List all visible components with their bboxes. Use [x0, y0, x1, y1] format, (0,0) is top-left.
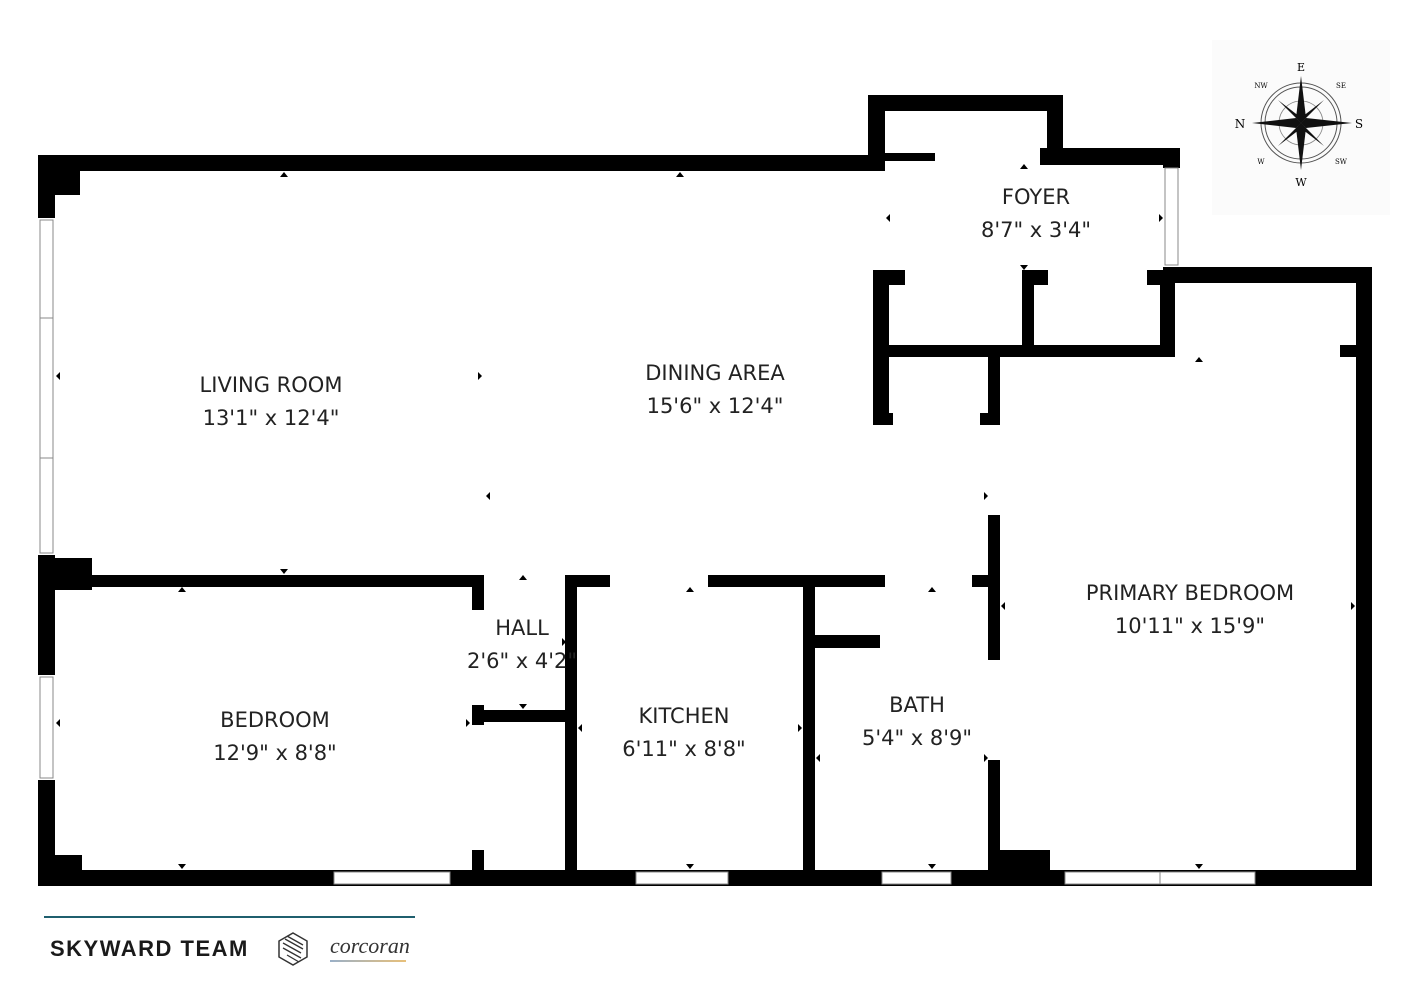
room-primary-bedroom: PRIMARY BEDROOM 10'11" x 15'9"	[1086, 577, 1294, 643]
team-name: SKYWARD TEAM	[50, 936, 249, 961]
room-bedroom: BEDROOM 12'9" x 8'8"	[213, 704, 336, 770]
brand-divider	[44, 916, 415, 918]
room-living-room: LIVING ROOM 13'1" x 12'4"	[200, 369, 343, 435]
room-name: BEDROOM	[220, 708, 330, 732]
dimension-markers	[56, 164, 1355, 869]
compass-label: N	[1235, 117, 1246, 131]
compass-label: E	[1297, 61, 1305, 74]
room-size: 10'11" x 15'9"	[1114, 614, 1266, 638]
room-name: FOYER	[1001, 185, 1071, 209]
compass-label: S	[1355, 117, 1363, 131]
compass-label: W	[1295, 176, 1307, 189]
room-name: DINING AREA	[645, 361, 785, 385]
room-kitchen: KITCHEN 6'11" x 8'8"	[622, 700, 745, 766]
compass-label: NW	[1254, 82, 1268, 90]
room-size: 5'4" x 8'9"	[861, 726, 973, 750]
room-bath: BATH 5'4" x 8'9"	[862, 689, 972, 755]
team-logo-icon	[278, 932, 308, 966]
room-size: 13'1" x 12'4"	[202, 406, 340, 430]
room-size: 15'6" x 12'4"	[646, 394, 784, 418]
room-size: 12'9" x 8'8"	[213, 741, 337, 765]
compass-label: SW	[1335, 158, 1348, 166]
room-size: 2'6" x 4'2"	[466, 649, 578, 673]
room-name: PRIMARY BEDROOM	[1085, 581, 1295, 605]
room-name: LIVING ROOM	[199, 373, 343, 397]
room-size: 8'7" x 3'4"	[980, 218, 1092, 242]
compass-label: W	[1257, 158, 1265, 166]
room-dining-area: DINING AREA 15'6" x 12'4"	[645, 357, 785, 423]
windows	[39, 167, 1256, 885]
compass-rose-icon: E W N S NW SE W SW	[1212, 40, 1390, 215]
room-name: BATH	[889, 693, 945, 717]
room-name: KITCHEN	[638, 704, 730, 728]
compass-label: SE	[1336, 82, 1346, 90]
room-name: HALL	[495, 616, 549, 640]
room-size: 6'11" x 8'8"	[622, 737, 746, 761]
brokerage-underline	[330, 960, 406, 962]
room-hall: HALL 2'6" x 4'2"	[467, 612, 577, 678]
brokerage-logo: corcoran	[330, 933, 410, 958]
room-foyer: FOYER 8'7" x 3'4"	[981, 181, 1091, 247]
walls	[38, 95, 1372, 886]
